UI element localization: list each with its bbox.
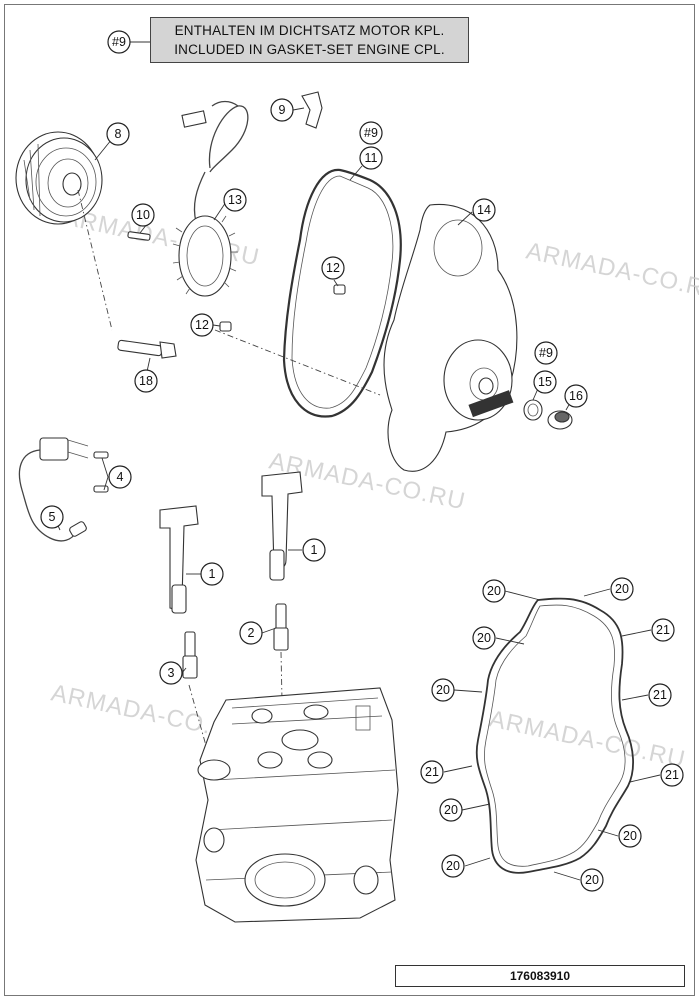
watermark-text: ARMADA-CO.RU	[487, 705, 688, 773]
callout-21: 21	[660, 763, 684, 787]
svg-text:20: 20	[623, 829, 637, 843]
svg-text:13: 13	[228, 193, 242, 207]
callout-15: 15	[533, 370, 557, 394]
svg-text:21: 21	[653, 688, 667, 702]
callout-20: 20	[472, 626, 496, 650]
svg-text:20: 20	[585, 873, 599, 887]
svg-text:#9: #9	[112, 35, 126, 49]
svg-text:1: 1	[311, 543, 318, 557]
svg-text:20: 20	[446, 859, 460, 873]
callout-1: 1	[302, 538, 326, 562]
callout-1: 1	[200, 562, 224, 586]
svg-text:2: 2	[248, 626, 255, 640]
callout-4: 4	[108, 465, 132, 489]
callout-20: 20	[580, 868, 604, 892]
svg-text:20: 20	[436, 683, 450, 697]
sensor-part	[18, 437, 89, 542]
svg-text:4: 4	[117, 470, 124, 484]
spark-plug-part	[273, 603, 289, 651]
watermark-text: ARMADA-CO.RU	[61, 203, 262, 271]
cylinder-head-part	[195, 687, 399, 923]
ignition-cover-gasket-part	[282, 168, 402, 418]
callout-20: 20	[439, 798, 463, 822]
callout-8: 8	[106, 122, 130, 146]
callout-ref-9: #9	[107, 30, 131, 54]
svg-text:11: 11	[365, 151, 378, 165]
callout-20: 20	[618, 824, 642, 848]
svg-text:20: 20	[615, 582, 629, 596]
svg-text:15: 15	[538, 375, 552, 389]
svg-text:8: 8	[115, 127, 122, 141]
callout-5: 5	[40, 505, 64, 529]
ignition-coil-part	[261, 471, 303, 581]
svg-text:21: 21	[425, 765, 439, 779]
document-number-box: 176083910	[395, 965, 685, 987]
svg-text:20: 20	[477, 631, 491, 645]
svg-text:1: 1	[209, 567, 216, 581]
dowel-pin-part	[219, 284, 346, 332]
ignition-coil-part	[159, 505, 199, 614]
stator-bolt-part	[127, 231, 151, 241]
sensor-screw-part	[93, 451, 109, 493]
assembly-axis-line	[280, 651, 283, 701]
callout-21: 21	[651, 618, 675, 642]
svg-text:12: 12	[326, 261, 340, 275]
callout-12: 12	[321, 256, 345, 280]
watermark-text: ARMADA-CO.RU	[524, 237, 699, 305]
cylinder-head-gasket-part	[475, 597, 634, 874]
page-frame	[4, 4, 695, 996]
ignition-cover-part	[383, 203, 518, 472]
note-line-english: INCLUDED IN GASKET-SET ENGINE CPL.	[174, 42, 445, 57]
flywheel-rotor-part	[15, 131, 103, 225]
callout-3: 3	[159, 661, 183, 685]
callout-21: 21	[648, 683, 672, 707]
callout-2: 2	[239, 621, 263, 645]
callout-ref-9: #9	[534, 341, 558, 365]
note-line-german: ENTHALTEN IM DICHTSATZ MOTOR KPL.	[174, 23, 445, 38]
callout-20: 20	[482, 579, 506, 603]
spark-plug-part	[182, 631, 198, 679]
svg-text:3: 3	[168, 666, 175, 680]
svg-text:10: 10	[136, 208, 150, 222]
assembly-axis-line	[77, 189, 113, 331]
o-ring-part	[523, 399, 543, 421]
svg-text:16: 16	[569, 389, 583, 403]
assembly-axis-line	[214, 329, 381, 396]
svg-text:18: 18	[139, 374, 153, 388]
svg-text:20: 20	[444, 803, 458, 817]
svg-text:#9: #9	[539, 346, 553, 360]
flywheel-bolt-part	[117, 339, 177, 359]
callout-10: 10	[131, 203, 155, 227]
svg-text:20: 20	[487, 584, 501, 598]
cable-guide-part	[301, 91, 323, 129]
svg-text:#9: #9	[364, 126, 378, 140]
svg-text:21: 21	[656, 623, 670, 637]
screw-plug-part	[547, 410, 573, 430]
svg-text:9: 9	[279, 103, 286, 117]
callout-20: 20	[431, 678, 455, 702]
callout-ref-9: #9	[359, 121, 383, 145]
document-number: 176083910	[509, 969, 571, 983]
svg-text:12: 12	[195, 318, 209, 332]
svg-text:14: 14	[477, 203, 491, 217]
callout-12: 12	[190, 313, 214, 337]
callout-21: 21	[420, 760, 444, 784]
callout-13: 13	[223, 188, 247, 212]
callout-11: 11	[359, 146, 383, 170]
callout-14: 14	[472, 198, 496, 222]
callout-20: 20	[441, 854, 465, 878]
svg-text:5: 5	[49, 510, 56, 524]
svg-text:21: 21	[665, 768, 679, 782]
callout-18: 18	[134, 369, 158, 393]
stator-part	[172, 100, 249, 297]
callout-9: 9	[270, 98, 294, 122]
callout-16: 16	[564, 384, 588, 408]
gasket-set-note: ENTHALTEN IM DICHTSATZ MOTOR KPL. INCLUD…	[150, 17, 469, 63]
callout-20: 20	[610, 577, 634, 601]
